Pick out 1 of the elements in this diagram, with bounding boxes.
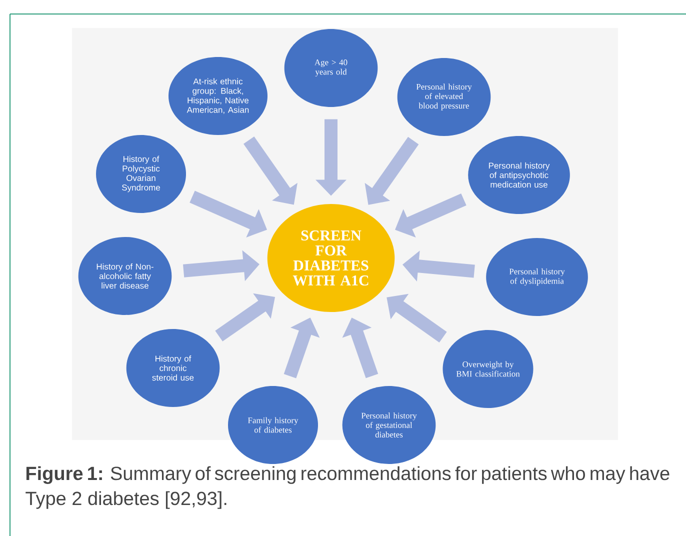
figure-caption: Figure 1: Summary of screening recommendations for patients who may have Type 2 diabetes [92,93]. [26, 466, 670, 509]
